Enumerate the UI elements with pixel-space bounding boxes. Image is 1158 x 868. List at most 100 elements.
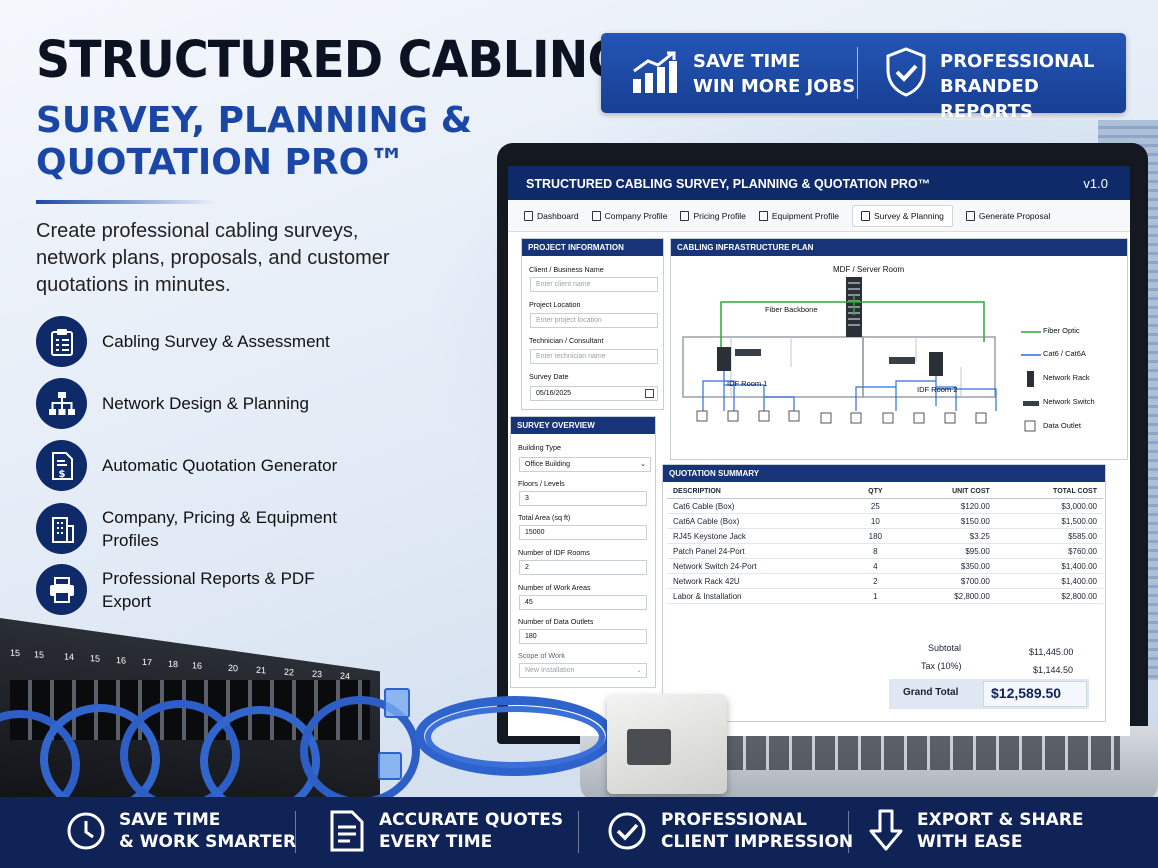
chevron-down-icon: ⌄ [636,667,642,674]
row-qty: 180 [850,528,901,544]
clipboard-checklist-icon [36,316,87,367]
app-tab-bar: Dashboard Company Profile Pricing Profil… [508,200,1130,232]
technician-input[interactable]: Enter technician name [530,349,658,364]
row-qty: 4 [850,558,901,574]
row-desc: Network Rack 42U [667,573,851,589]
row-total: $2,800.00 [995,588,1103,604]
badge-left-line1: SAVE TIME [693,51,801,72]
feature-label: Professional Reports & PDF Export [102,568,315,611]
footer-line2: WITH EASE [917,832,1023,852]
row-total: $3,000.00 [995,498,1103,514]
field-label: Client / Business Name [529,265,604,274]
keystone-jack [607,694,727,794]
footer-divider [578,811,579,853]
rj45-connector [378,752,402,780]
project-information-panel: PROJECT INFORMATION Client / Business Na… [521,238,664,410]
field-label: Scope of Work [518,651,566,660]
tab-generate-proposal[interactable]: Generate Proposal [965,210,1051,221]
survey-date-value: 05/16/2025 [536,390,572,397]
field-label: Survey Date [529,372,569,381]
price-tag-icon [680,210,690,221]
row-total: $585.00 [995,528,1103,544]
survey-date-input[interactable]: 05/16/2025 [530,386,658,401]
tab-label: Survey & Planning [873,210,944,221]
download-arrow-icon [869,809,903,851]
tab-equipment-profile[interactable]: Equipment Profile [758,210,839,221]
field-label: Number of IDF Rooms [518,548,590,557]
tax-value: $1,144.50 [1033,665,1074,675]
work-areas-input[interactable]: 45 [519,595,647,610]
network-hierarchy-icon [36,378,87,429]
idf-room-1-label: IDF Room 1 [727,379,768,388]
idf-rooms-input[interactable]: 2 [519,560,647,575]
hero-subtitle: SURVEY, PLANNING & QUOTATION PRO™ [36,100,496,184]
feature-item: Network Design & Planning [36,378,362,429]
data-outlets-input[interactable]: 180 [519,629,647,644]
area-input[interactable]: 15000 [519,525,647,540]
tab-label: Equipment Profile [771,210,839,221]
legend-fiber-optic: Fiber Optic [1043,326,1080,335]
port-number: 21 [256,664,267,676]
title-underline [36,200,216,204]
badge-right-line2: BRANDED REPORTS [940,76,1039,122]
idf-room-2-label: IDF Room 2 [917,385,958,394]
field-label: Number of Work Areas [518,583,591,592]
tab-dashboard[interactable]: Dashboard [524,210,579,221]
calendar-icon[interactable] [645,389,654,398]
legend-cat6: Cat6 / Cat6A [1043,349,1086,358]
badge-divider [857,47,858,99]
row-unit: $3.25 [900,528,996,544]
idf2-network-switch [889,357,915,364]
footer-item: SAVE TIME& WORK SMARTER [66,809,296,853]
row-total: $1,500.00 [995,513,1103,529]
tab-survey-planning[interactable]: Survey & Planning [851,204,953,227]
port-number: 18 [168,658,179,670]
tab-label: Dashboard [537,210,579,221]
scope-select[interactable]: New Installation ⌄ [519,663,647,678]
client-name-input[interactable]: Enter client name [530,277,658,292]
tab-label: Generate Proposal [978,210,1051,221]
bar-chart-growth-icon [631,51,679,102]
hero-subtitle-line1: SURVEY, PLANNING & [36,100,473,141]
tab-company-profile[interactable]: Company Profile [591,210,667,221]
grand-total-value: $12,589.50 [991,685,1062,701]
hero-title: STRUCTURED CABLING [36,31,626,90]
row-desc: RJ45 Keystone Jack [667,528,851,544]
floors-input[interactable]: 3 [519,491,647,506]
mdf-label: MDF / Server Room [833,265,905,274]
feature-label: Company, Pricing & Equipment Profiles [102,507,337,550]
row-desc: Cat6 Cable (Box) [667,498,851,514]
row-qty: 8 [850,543,901,559]
tab-label: Pricing Profile [693,210,746,221]
fiber-backbone-label: Fiber Backbone [765,305,818,314]
row-total: $760.00 [995,543,1103,559]
panel-header: SURVEY OVERVIEW [511,417,655,434]
coiled-cable [425,706,605,768]
clock-icon [67,812,105,850]
feature-item: Cabling Survey & Assessment [36,316,362,367]
grand-total-value-box [983,681,1087,707]
field-label: Total Area (sq ft) [518,513,571,522]
panel-header: PROJECT INFORMATION [522,239,663,256]
value-badge: SAVE TIME WIN MORE JOBS PROFESSIONAL BRA… [601,33,1126,122]
tab-pricing-profile[interactable]: Pricing Profile [680,210,746,221]
port-number: 16 [116,654,127,666]
project-location-input[interactable]: Enter project location [530,313,658,328]
field-label: Project Location [529,300,581,309]
home-icon [524,210,533,221]
document-icon [330,810,364,852]
row-desc: Cat6A Cable (Box) [667,513,851,529]
port-number: 15 [34,649,45,660]
field-label: Number of Data Outlets [518,617,594,626]
tax-label: Tax (10%) [921,661,962,671]
scope-value: New Installation [525,667,575,674]
col-qty: QTY [850,485,901,499]
building-type-select[interactable]: Office Building⌄ [519,457,651,472]
